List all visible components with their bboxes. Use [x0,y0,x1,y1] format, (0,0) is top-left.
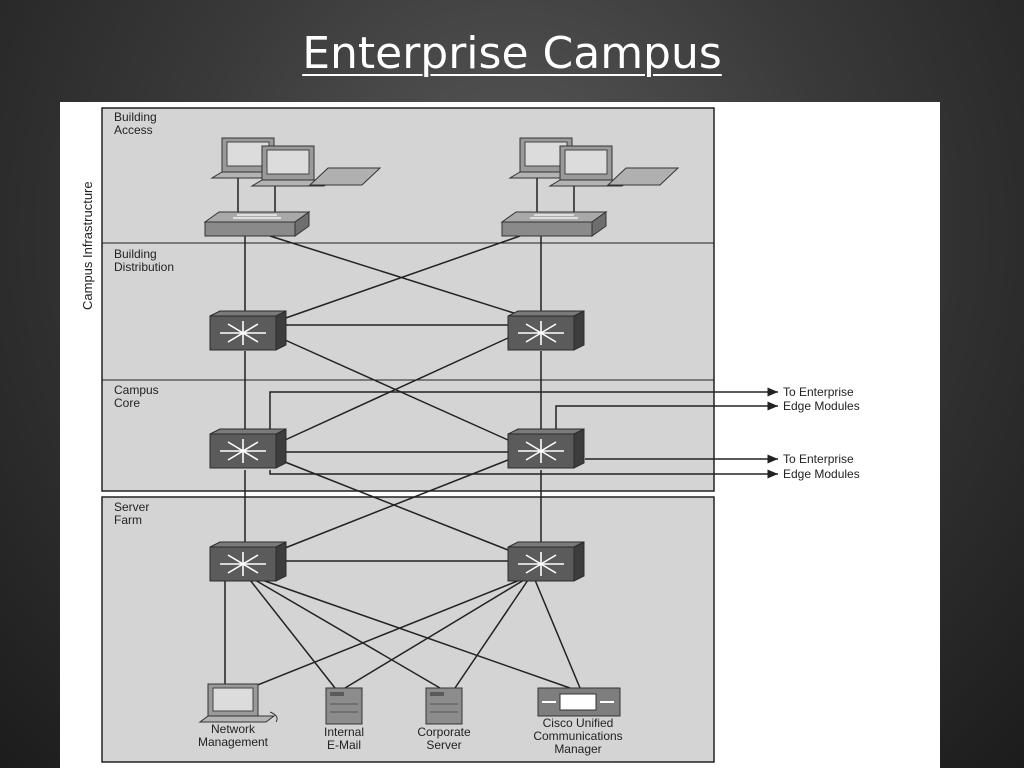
edge-label-lower-2: Edge Modules [783,467,860,481]
internal-email-server-icon [325,687,363,725]
distribution-switch-right-icon [507,310,585,351]
corporate-server-label-2: Server [426,738,461,752]
layer-label-building-distribution-2: Distribution [114,260,174,274]
internal-email-label-1: Internal [324,725,364,739]
cisco-ucm-label-2: Communications [533,729,622,743]
server-farm-switch-right-icon [507,541,585,582]
corporate-server-label-1: Corporate [417,725,471,739]
layer-label-building-distribution-1: Building [114,247,157,261]
cisco-ucm-label-1: Cisco Unified [543,716,614,730]
server-farm-frame [101,496,715,763]
connection-lines [224,172,778,689]
access-switch-left-icon [204,211,310,237]
pc-group-right [509,137,680,187]
pc-group-left [211,137,382,187]
slide-title: Enterprise Campus [0,28,1024,79]
slide-title-text: Enterprise Campus [302,28,722,79]
campus-infrastructure-frame [101,107,715,492]
edge-label-upper-2: Edge Modules [783,399,860,413]
corporate-server-icon [425,687,463,725]
distribution-switch-left-icon [209,310,287,351]
layer-label-building-access-2: Access [114,123,153,137]
layer-label-server-farm-2: Farm [114,513,142,527]
network-management-label-2: Management [198,735,269,749]
layer-label-campus-core-2: Core [114,396,140,410]
layer-label-server-farm-1: Server [114,500,149,514]
cisco-ucm-icon [537,687,621,717]
campus-infrastructure-label: Campus Infrastructure [80,181,95,310]
network-management-icon [198,683,278,723]
edge-label-upper-1: To Enterprise [783,385,854,399]
edge-label-lower-1: To Enterprise [783,452,854,466]
layer-label-building-access-1: Building [114,110,157,124]
server-farm-switch-left-icon [209,541,287,582]
access-switch-right-icon [501,211,607,237]
layer-label-campus-core-1: Campus [114,383,159,397]
cisco-ucm-label-3: Manager [554,742,601,756]
core-switch-left-icon [209,428,287,469]
core-switch-right-icon [507,428,585,469]
internal-email-label-2: E-Mail [327,738,361,752]
network-management-label-1: Network [211,722,256,736]
